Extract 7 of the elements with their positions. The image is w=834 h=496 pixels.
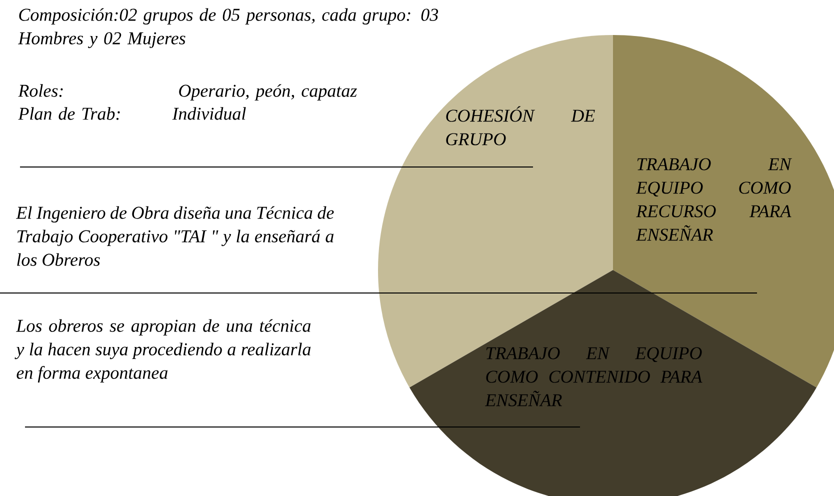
pie-sector: TRABAJO EN EQUIPO COMO CONTENIDO PARA ENSEÑAR — [410, 270, 817, 496]
text-label: Operario, peón, capataz — [179, 84, 357, 101]
text-label: Individual — [172, 107, 246, 120]
text-label: Roles: — [18, 84, 63, 97]
text-label: Los obreros se apropian de una técnica y la hacen suya procediendo a realizarla en forma expontanea — [14, 319, 311, 383]
text-label: Plan de Trab: — [18, 107, 120, 120]
text-label: El Ingeniero de Obra diseña una Técnica de Trabajo Cooperativo "TAI " y la enseñará a los Obreros — [16, 206, 334, 266]
